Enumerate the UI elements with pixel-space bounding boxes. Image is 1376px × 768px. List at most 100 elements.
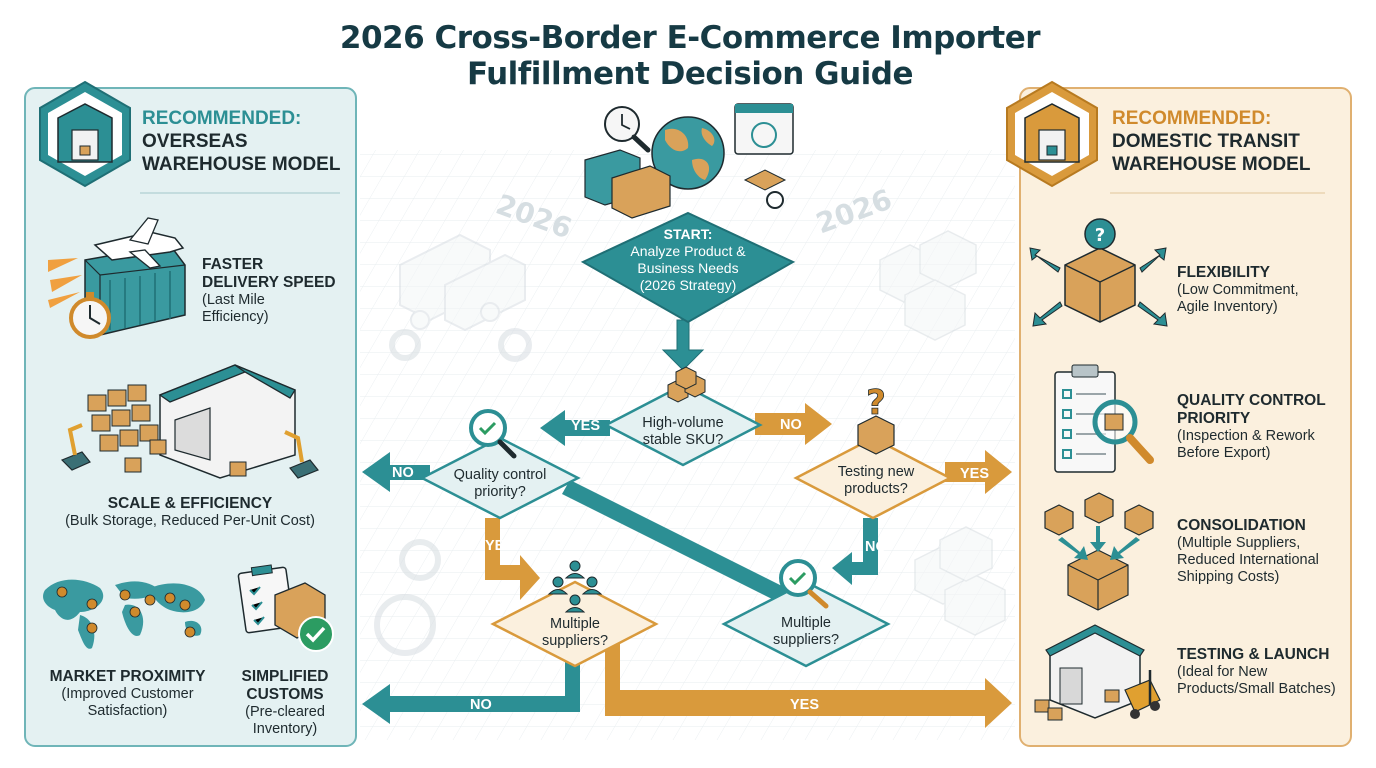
start-line-4: (2026 Strategy) bbox=[639, 277, 737, 293]
faint-gear-icon bbox=[374, 328, 532, 656]
browser-window-icon bbox=[734, 103, 794, 209]
feature-title: QUALITY CONTROL bbox=[1177, 392, 1326, 409]
left-heading-line-1: RECOMMENDED: bbox=[142, 108, 302, 129]
feature-title: MARKET PROXIMITY bbox=[49, 668, 206, 685]
warehouse-icon bbox=[1024, 103, 1080, 163]
feature-desc: (Ideal for New bbox=[1177, 664, 1268, 680]
feature-desc: Inventory) bbox=[252, 721, 318, 737]
box-arrows-icon: ? bbox=[1029, 218, 1168, 327]
start-node-label: START: Analyze Product & Business Needs … bbox=[608, 226, 768, 294]
left-feature-proximity: MARKET PROXIMITY (Improved Customer Sati… bbox=[40, 668, 215, 720]
page-title: 2026 Cross-Border E-Commerce Importer Fu… bbox=[300, 20, 1080, 92]
arrow-testing-yes bbox=[945, 450, 1012, 494]
start-line-1: START: bbox=[663, 226, 713, 242]
right-heading-line-3: WAREHOUSE MODEL bbox=[1112, 154, 1311, 175]
node-line: High-volume bbox=[642, 415, 724, 431]
label-multi-yes: YES bbox=[790, 697, 820, 713]
feature-title: CUSTOMS bbox=[246, 686, 324, 703]
clipboard-magnifier-icon bbox=[1054, 364, 1154, 473]
decision-testing-label: Testing new products? bbox=[806, 464, 946, 498]
right-feature-flexibility: FLEXIBILITY (Low Commitment, Agile Inven… bbox=[1177, 264, 1299, 316]
feature-desc: Agile Inventory) bbox=[1177, 299, 1278, 315]
feature-desc: (Bulk Storage, Reduced Per-Unit Cost) bbox=[65, 513, 315, 529]
start-line-3: Business Needs bbox=[637, 260, 739, 276]
arrow-volume-yes bbox=[540, 410, 610, 446]
feature-desc: Efficiency) bbox=[202, 309, 269, 325]
warehouse-robots-icon bbox=[60, 364, 319, 479]
magnifier-check-icon bbox=[779, 559, 829, 609]
feature-title: TESTING & LAUNCH bbox=[1177, 646, 1330, 663]
globe-icon bbox=[651, 116, 725, 190]
faint-boxes-icon bbox=[879, 230, 1006, 636]
arrow-multi-no bbox=[362, 640, 580, 724]
svg-text:?: ? bbox=[1095, 225, 1105, 246]
node-line: stable SKU? bbox=[642, 432, 724, 448]
label-quality-no: NO bbox=[392, 465, 414, 481]
feature-title: DELIVERY SPEED bbox=[202, 274, 336, 291]
airplane-container-icon bbox=[48, 217, 186, 339]
label-testing-yes: YES bbox=[960, 466, 990, 482]
feature-desc: (Multiple Suppliers, bbox=[1177, 535, 1301, 551]
arrow-testing-no bbox=[832, 518, 878, 585]
feature-desc: (Pre-cleared bbox=[245, 704, 325, 720]
left-feature-customs: SIMPLIFIED CUSTOMS (Pre-cleared Inventor… bbox=[225, 668, 345, 738]
boxes-merge-icon bbox=[1044, 492, 1154, 611]
label-volume-yes: YES bbox=[571, 418, 601, 434]
label-volume-no: NO bbox=[780, 417, 802, 433]
shipping-containers-icon bbox=[584, 149, 671, 219]
feature-desc: Reduced International bbox=[1177, 552, 1319, 568]
arrow-quality-to-multi-right bbox=[562, 480, 790, 604]
decision-volume bbox=[603, 383, 763, 467]
left-panel-heading: RECOMMENDED: OVERSEAS WAREHOUSE MODEL bbox=[142, 108, 340, 176]
warehouse-forklift-icon bbox=[1034, 624, 1161, 721]
node-line: Multiple bbox=[781, 615, 831, 631]
node-line: Quality control bbox=[453, 467, 547, 483]
right-heading-line-1: RECOMMENDED: bbox=[1112, 108, 1272, 129]
feature-desc: (Last Mile bbox=[202, 292, 265, 308]
question-box-icon: ? bbox=[857, 383, 895, 455]
decision-quality-label: Quality control priority? bbox=[430, 467, 570, 501]
node-line: suppliers? bbox=[772, 632, 840, 648]
clock-magnifier-icon bbox=[604, 106, 651, 153]
node-line: products? bbox=[844, 481, 908, 497]
arrow-start-to-volume bbox=[661, 319, 705, 371]
world-map-icon bbox=[43, 579, 205, 649]
node-line: priority? bbox=[474, 484, 526, 500]
feature-desc: Shipping Costs) bbox=[1177, 569, 1280, 585]
node-line: Testing new bbox=[837, 464, 915, 480]
right-feature-quality: QUALITY CONTROL PRIORITY (Inspection & R… bbox=[1177, 392, 1326, 462]
feature-desc: (Low Commitment, bbox=[1177, 282, 1299, 298]
label-testing-no: NO bbox=[865, 539, 887, 555]
left-panel-badge bbox=[39, 80, 131, 188]
feature-title: SIMPLIFIED bbox=[241, 668, 329, 685]
left-heading-line-3: WAREHOUSE MODEL bbox=[142, 154, 341, 175]
right-feature-testing: TESTING & LAUNCH (Ideal for New Products… bbox=[1177, 646, 1336, 698]
feature-desc: (Improved Customer bbox=[61, 686, 194, 702]
feature-title: PRIORITY bbox=[1177, 410, 1251, 427]
title-line-1: 2026 Cross-Border E-Commerce Importer bbox=[339, 20, 1041, 56]
arrow-multi-yes bbox=[605, 640, 1012, 728]
arrow-volume-no bbox=[755, 403, 832, 445]
decision-multi-left-label: Multiple suppliers? bbox=[505, 616, 645, 650]
decision-multi-right bbox=[721, 580, 891, 668]
feature-title: FLEXIBILITY bbox=[1177, 264, 1270, 281]
label-quality-yes: YES bbox=[485, 538, 515, 554]
feature-desc: Satisfaction) bbox=[87, 703, 168, 719]
title-line-2: Fulfillment Decision Guide bbox=[466, 56, 914, 92]
warehouse-icon bbox=[57, 103, 113, 163]
left-feature-scale: SCALE & EFFICIENCY (Bulk Storage, Reduce… bbox=[30, 495, 350, 530]
feature-title: CONSOLIDATION bbox=[1177, 517, 1306, 534]
right-heading-line-2: DOMESTIC TRANSIT bbox=[1112, 131, 1300, 152]
decision-testing bbox=[793, 436, 953, 520]
arrow-quality-no bbox=[362, 452, 430, 492]
feature-desc: (Inspection & Rework bbox=[1177, 428, 1315, 444]
decision-multi-right-label: Multiple suppliers? bbox=[736, 615, 876, 649]
label-multi-no: NO bbox=[470, 697, 492, 713]
left-feature-speed: FASTER DELIVERY SPEED (Last Mile Efficie… bbox=[202, 256, 336, 326]
feature-title: FASTER bbox=[202, 256, 264, 273]
feature-title: SCALE & EFFICIENCY bbox=[107, 495, 273, 512]
feature-desc: Products/Small Batches) bbox=[1177, 681, 1336, 697]
node-line: Multiple bbox=[550, 616, 600, 632]
